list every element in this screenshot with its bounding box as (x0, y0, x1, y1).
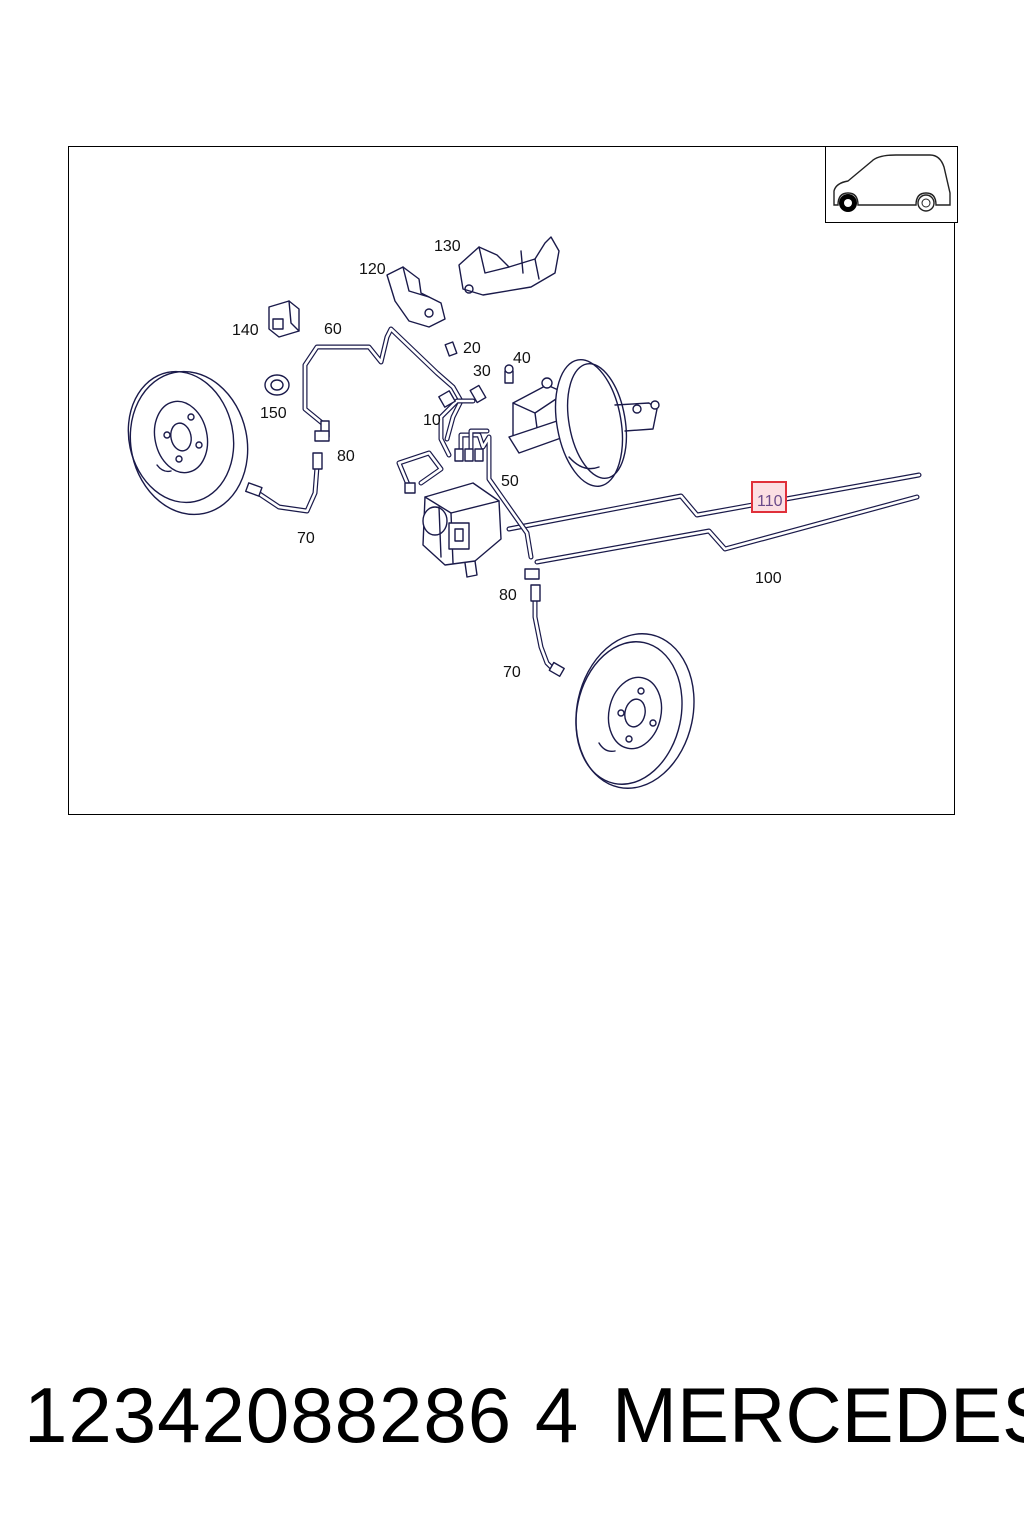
vehicle-location-thumbnail (825, 145, 958, 223)
grommet-140 (268, 300, 300, 338)
brake-line-exploded-diagram: 10 20 30 40 50 60 70 70 80 80 100 110 12… (127, 236, 922, 789)
callout-110: 110 (757, 493, 783, 510)
bracket-120 (386, 266, 446, 328)
highlight-box-110 (751, 481, 787, 513)
callout-80-right: 80 (499, 587, 517, 604)
callout-10: 10 (423, 412, 441, 429)
callout-50: 50 (501, 473, 519, 490)
brake-pipe-110 (506, 472, 922, 532)
callout-100: 100 (755, 570, 782, 587)
callout-70-left: 70 (297, 530, 315, 547)
footer: 12342088286 4 MERCEDES (0, 1370, 1024, 1480)
callout-20: 20 (463, 340, 481, 357)
right-brake-disc (575, 633, 695, 789)
clip-130 (458, 236, 560, 296)
left-brake-hose (245, 430, 330, 514)
right-brake-hose (524, 568, 565, 678)
left-brake-disc (127, 370, 249, 516)
grommet-150 (264, 374, 290, 396)
callout-60: 60 (324, 321, 342, 338)
callout-80-left: 80 (337, 448, 355, 465)
car-outline-icon (833, 153, 951, 212)
callout-70-right: 70 (503, 664, 521, 681)
abs-hydraulic-unit (422, 482, 502, 578)
parts-diagram-frame: 10 20 30 40 50 60 70 70 80 80 100 110 12… (68, 145, 958, 815)
callout-140: 140 (232, 322, 259, 339)
callout-30: 30 (473, 363, 491, 380)
part-number: 12342088286 4 (24, 1371, 580, 1459)
callout-150: 150 (260, 405, 287, 422)
brand-name: MERCEDES (612, 1371, 1024, 1459)
brake-pipe-10 (438, 398, 476, 458)
brake-booster (554, 359, 660, 487)
fittings-cluster (404, 341, 514, 494)
brake-pipe-100 (534, 494, 920, 565)
callout-130: 130 (434, 238, 461, 255)
callout-120: 120 (359, 261, 386, 278)
callout-40: 40 (513, 350, 531, 367)
